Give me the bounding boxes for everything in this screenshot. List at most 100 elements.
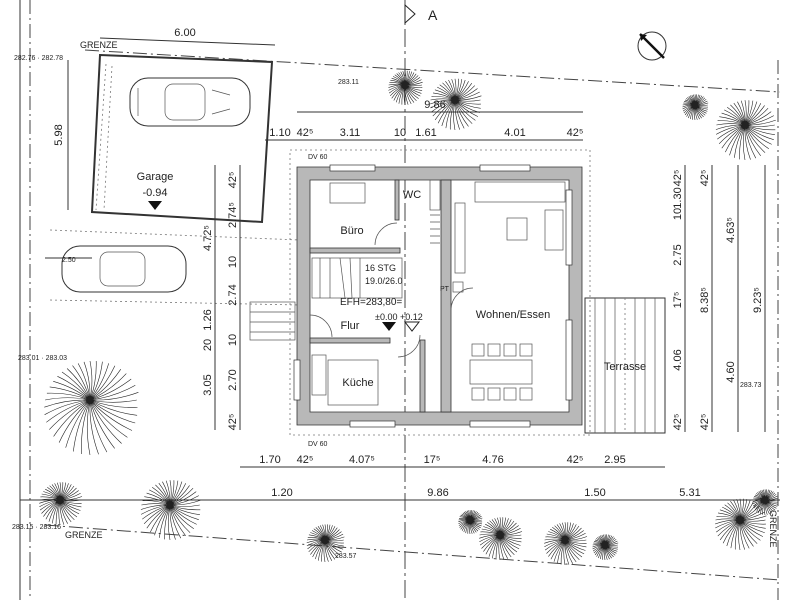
dimension-lines (20, 37, 780, 501)
terrace (584, 297, 666, 434)
tree-icon (714, 498, 767, 551)
dimension-bottom-outer-2: 1.50 (584, 487, 605, 499)
tree-icon (44, 360, 139, 455)
elevation-label: 283.57 (335, 553, 357, 560)
dimension-bottom-inner-4: 4.76 (482, 454, 503, 466)
dimension-top-2: 3.11 (340, 127, 361, 139)
dimension-left-outer-1: 1.26 (202, 309, 214, 330)
roof-overhang-label: DV 60 (308, 154, 328, 161)
dimension-left-inner-2: 10 (227, 256, 239, 268)
dimension-top-3: 10 (394, 127, 406, 139)
dimension-right-2-0: 42⁵ (699, 170, 711, 187)
dimension-bottom-inner-6: 2.95 (604, 454, 625, 466)
tree-icon (458, 510, 483, 535)
dimension-right-3-1: 4.60 (725, 361, 737, 382)
room-label-terrasse: Terrasse (604, 361, 646, 373)
dimension-right-1-6: 42⁵ (672, 414, 684, 431)
level-marker-icon (403, 321, 421, 332)
entrance-steps (249, 301, 296, 341)
dimension-left-inner-4: 10 (227, 334, 239, 346)
elevation-label: 282.76 · 282.78 (14, 55, 63, 62)
dimension-right-1-3: 2.75 (672, 244, 684, 265)
elevation-label: 283.11 (338, 79, 359, 86)
stair-ratio: 19.0/26.0 (365, 276, 403, 286)
dimension-top-total: 9.86 (424, 99, 445, 111)
boundary-label: GRENZE (768, 510, 778, 548)
floor-level-efh: EFH=283,80= (340, 297, 402, 308)
tree-icon (682, 94, 709, 121)
trees (39, 70, 779, 566)
room-label-wc: WC (403, 189, 421, 201)
roof-overhang-label: DV 60 (308, 441, 328, 448)
dimension-top-5: 4.01 (504, 127, 525, 139)
dimension-left-outer-2: 20 (202, 339, 214, 351)
dimension-top-1: 42⁵ (297, 127, 314, 139)
boundary-label: GRENZE (80, 40, 118, 50)
dimension-garage-width: 6.00 (174, 27, 195, 39)
tree-icon (388, 70, 423, 106)
dimension-left-outer-3: 3.05 (202, 374, 214, 395)
doors (309, 222, 474, 358)
room-label-wohnen-essen: Wohnen/Essen (476, 309, 550, 321)
tree-icon (306, 524, 345, 563)
section-marker: A (404, 3, 438, 25)
stair-steps: 16 STG (365, 263, 396, 273)
dimension-garage-depth: 5.98 (53, 124, 65, 145)
staircase (311, 257, 403, 299)
tree-icon (592, 534, 619, 561)
dimension-left-inner-1: 2.74⁵ (227, 202, 239, 228)
dimension-top-0: 1.10 (269, 127, 290, 139)
dimension-left-inner-0: 42⁵ (227, 172, 239, 189)
tree-icon (39, 482, 83, 526)
driveway (49, 229, 301, 306)
car-offset-dimension: 2.50 (62, 257, 76, 264)
roof-overhang-outline (289, 149, 591, 436)
tree-icon (429, 78, 482, 131)
dimension-bottom-inner-5: 42⁵ (567, 454, 584, 466)
elevation-label: 283.15 · 283.16 (12, 524, 61, 531)
elevation-label: 283.73 (740, 382, 762, 389)
level-marker-icon (148, 201, 162, 210)
dimension-bottom-inner-1: 42⁵ (297, 454, 314, 466)
room-label-flur: Flur (341, 320, 360, 332)
dimension-left-inner-5: 2.70 (227, 369, 239, 390)
dimension-right-2-1: 8.38⁵ (699, 287, 711, 313)
dimension-top-6: 42⁵ (567, 127, 584, 139)
room-label-garage: Garage (137, 171, 174, 183)
tree-icon (140, 480, 201, 541)
dimension-right-1-5: 4.06 (672, 349, 684, 370)
tree-icon (479, 517, 523, 561)
tree-icon (715, 100, 776, 161)
dimension-top-4: 1.61 (415, 127, 436, 139)
level-marker-icon (382, 322, 396, 331)
dimension-right-1-1: 1.30 (672, 187, 684, 208)
dimension-bottom-outer-3: 5.31 (679, 487, 700, 499)
tree-icon (544, 522, 588, 566)
dimension-right-4-0: 9.23⁵ (752, 287, 764, 313)
house-walls (293, 164, 583, 428)
car-icon (129, 77, 251, 127)
dimension-right-2-2: 42⁵ (699, 414, 711, 431)
elevation-label: 283.01 · 283.03 (18, 355, 67, 362)
dimension-left-inner-3: 2.74 (227, 284, 239, 305)
dimension-bottom-inner-2: 4.07⁵ (349, 454, 375, 466)
floor-level-zero: ±0.00 (375, 312, 397, 322)
room-label-kueche: Küche (342, 377, 373, 389)
dimension-left-outer-0: 4.72⁵ (202, 225, 214, 251)
boundary-label: GRENZE (65, 530, 103, 540)
dimension-bottom-outer-0: 1.20 (271, 487, 292, 499)
north-arrow-icon (637, 31, 667, 61)
dimension-right-1-0: 42⁵ (672, 170, 684, 187)
dimension-bottom-outer-1: 9.86 (427, 487, 448, 499)
dimension-right-1-4: 17⁵ (672, 292, 684, 309)
dimension-left-inner-6: 42⁵ (227, 414, 239, 431)
garage-level: -0.94 (142, 187, 167, 199)
section-label: A (428, 7, 438, 23)
furniture (311, 179, 566, 406)
garage: Garage -0.94 (90, 53, 274, 224)
dimension-bottom-inner-0: 1.70 (259, 454, 280, 466)
dimension-bottom-inner-3: 17⁵ (424, 454, 441, 466)
floor-level-plus: +0.12 (400, 312, 423, 322)
room-label-buero: Büro (340, 225, 363, 237)
